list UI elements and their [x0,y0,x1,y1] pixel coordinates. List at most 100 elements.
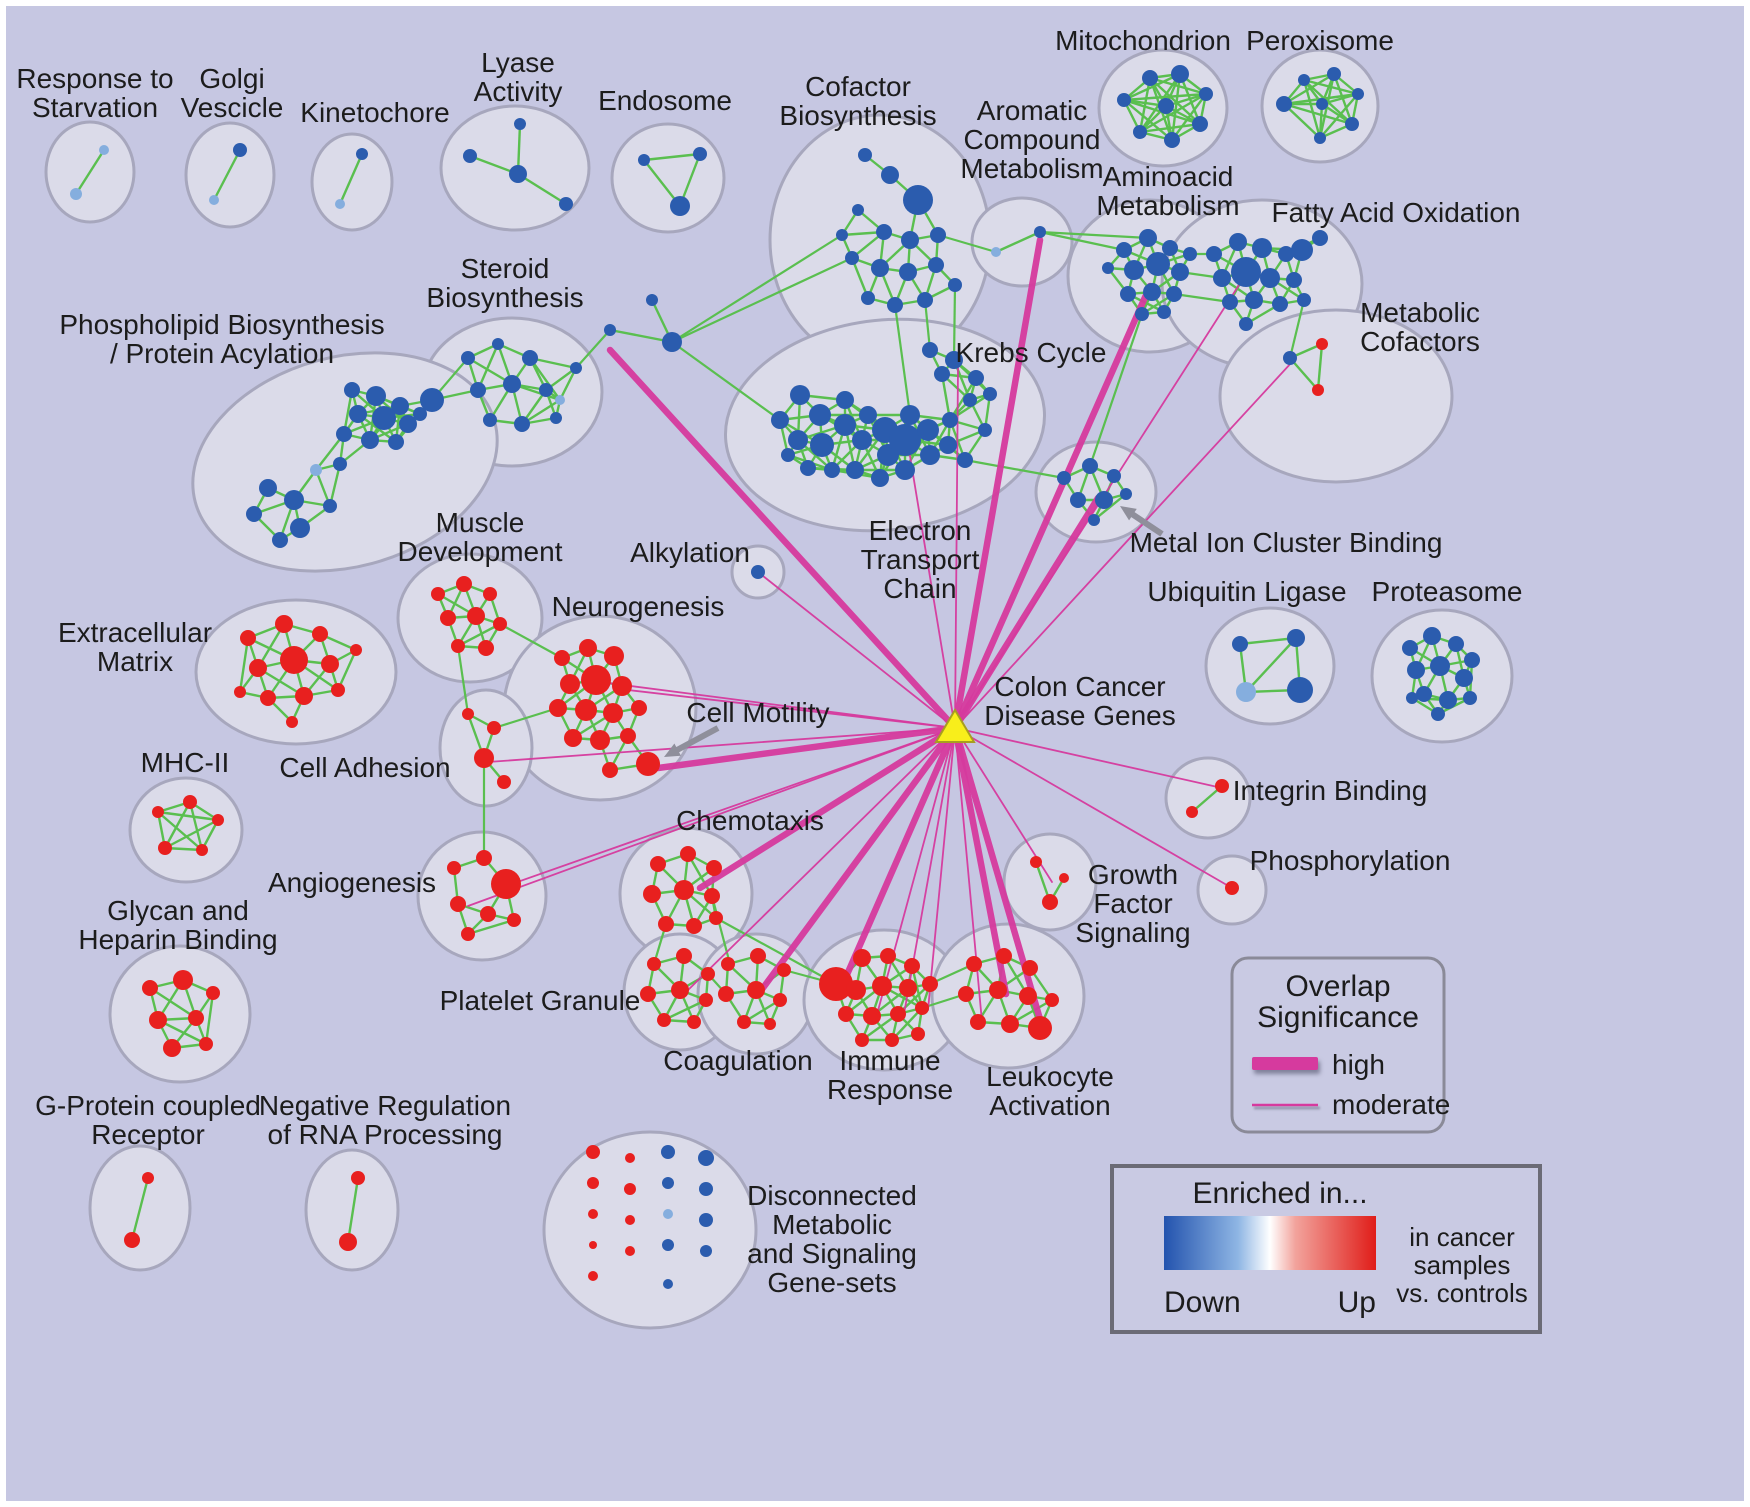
gene-set-node-ubiquitin-ligase[interactable] [1236,682,1256,702]
gene-set-node-aminoacid-metabolism[interactable] [1183,247,1197,261]
gene-set-node-ubiquitin-ligase[interactable] [1232,636,1248,652]
gene-set-node-electron-transport-chain[interactable] [810,433,834,457]
gene-set-node-electron-transport-chain[interactable] [859,406,877,424]
gene-set-node-chemotaxis[interactable] [674,880,694,900]
gene-set-node-electron-transport-chain[interactable] [771,411,789,429]
gene-set-node-chemotaxis[interactable] [709,911,723,925]
gene-set-node-aminoacid-metabolism[interactable] [1171,263,1189,281]
gene-set-node-extracellular-matrix[interactable] [312,626,328,642]
gene-set-node-neurogenesis[interactable] [603,703,623,723]
gene-set-node-electron-transport-chain[interactable] [922,342,938,358]
gene-set-node-proteasome[interactable] [1430,656,1450,676]
gene-set-node-mhc-ii[interactable] [158,841,172,855]
gene-set-node-cofactor-biosynthesis[interactable] [901,231,919,249]
gene-set-node-proteasome[interactable] [1431,707,1445,721]
gene-set-node-fatty-acid-oxidation[interactable] [1229,233,1247,251]
gene-set-node-cofactor-biosynthesis[interactable] [928,257,944,273]
gene-set-node-immune-response[interactable] [904,958,920,974]
gene-set-node-electron-transport-chain[interactable] [963,393,977,407]
gene-set-node-lyase-activity[interactable] [463,149,477,163]
gene-set-node-leukocyte-activation[interactable] [966,956,982,972]
gene-set-node-electron-transport-chain[interactable] [809,404,831,426]
gene-set-node-platelet-granule[interactable] [676,948,692,964]
gene-set-node-immune-response[interactable] [863,1007,881,1025]
gene-set-node-electron-transport-chain[interactable] [889,424,921,456]
gene-set-node-immune-response[interactable] [911,1027,925,1041]
gene-set-node-fatty-acid-oxidation[interactable] [1252,238,1272,258]
gene-set-node-coagulation[interactable] [747,981,765,999]
gene-set-node-neurogenesis[interactable] [554,650,570,666]
gene-set-node-disconnected-gene-sets[interactable] [625,1246,635,1256]
gene-set-node-steroid-biosynthesis[interactable] [570,362,582,374]
gene-set-node-immune-response[interactable] [819,967,853,1001]
gene-set-node-response-to-starvation[interactable] [99,145,109,155]
gene-set-node-electron-transport-chain[interactable] [824,462,840,478]
gene-set-node-electron-transport-chain[interactable] [852,430,872,450]
gene-set-node-steroid-biosynthesis[interactable] [550,412,562,424]
gene-set-node-lyase-activity[interactable] [514,118,526,130]
gene-set-node-phospholipid-biosynthesis[interactable] [323,499,337,513]
gene-set-node-disconnected-gene-sets[interactable] [663,1209,673,1219]
gene-set-node-steroid-biosynthesis[interactable] [555,395,565,405]
gene-set-node-electron-transport-chain[interactable] [920,445,940,465]
gene-set-node-muscle-development[interactable] [483,587,497,601]
gene-set-node-integrin-binding[interactable] [1186,806,1198,818]
gene-set-node-electron-transport-chain[interactable] [781,448,795,462]
gene-set-node-electron-transport-chain[interactable] [945,351,963,369]
gene-set-node-aromatic-compound-metabolism[interactable] [1034,226,1046,238]
gene-set-node-ubiquitin-ligase[interactable] [1287,677,1313,703]
gene-set-node-fatty-acid-oxidation[interactable] [1286,272,1302,288]
gene-set-node-leukocyte-activation[interactable] [989,981,1007,999]
gene-set-node-steroid-biosynthesis[interactable] [522,350,538,366]
gene-set-node-disconnected-gene-sets[interactable] [625,1153,635,1163]
gene-set-node-fatty-acid-oxidation[interactable] [1272,296,1288,312]
gene-set-node-electron-transport-chain[interactable] [895,460,915,480]
gene-set-node-electron-transport-chain[interactable] [983,387,997,401]
gene-set-node-cofactor-biosynthesis[interactable] [930,227,946,243]
gene-set-node-mhc-ii[interactable] [152,806,164,818]
gene-set-node-electron-transport-chain[interactable] [836,391,854,409]
gene-set-node-muscle-development[interactable] [467,607,485,625]
gene-set-node-muscle-development[interactable] [493,617,507,631]
gene-set-node-metal-ion-cluster-binding[interactable] [1082,458,1098,474]
gene-set-node-g-protein-coupled-receptor[interactable] [142,1172,154,1184]
gene-set-node-proteasome[interactable] [1423,627,1441,645]
gene-set-node-cofactor-biosynthesis[interactable] [899,263,917,281]
gene-set-node-neurogenesis[interactable] [602,762,618,778]
gene-set-node-electron-transport-chain[interactable] [957,452,973,468]
gene-set-node-fatty-acid-oxidation[interactable] [1291,239,1313,261]
gene-set-node-aminoacid-metabolism[interactable] [1135,307,1149,321]
gene-set-node-coagulation[interactable] [737,1015,751,1029]
gene-set-node-proteasome[interactable] [1402,640,1418,656]
gene-set-node-phospholipid-biosynthesis[interactable] [290,518,310,538]
gene-set-node-angiogenesis[interactable] [507,913,521,927]
gene-set-node-leukocyte-activation[interactable] [1019,987,1037,1005]
gene-set-node-aminoacid-metabolism[interactable] [1157,305,1171,319]
gene-set-node-cofactor-biosynthesis[interactable] [861,291,875,305]
gene-set-node-glycan-heparin-binding[interactable] [188,1010,204,1026]
gene-set-node-cofactor-biosynthesis[interactable] [917,292,933,308]
gene-set-node-mitochondrion[interactable] [1133,125,1147,139]
gene-set-node-electron-transport-chain[interactable] [871,469,889,487]
gene-set-node-immune-response[interactable] [853,949,871,967]
gene-set-node-cofactor-biosynthesis[interactable] [876,224,892,240]
gene-set-node-aminoacid-metabolism[interactable] [1102,262,1114,274]
gene-set-node-negative-regulation-rna[interactable] [339,1233,357,1251]
gene-set-node-peroxisome[interactable] [1345,117,1359,131]
gene-set-node-neurogenesis[interactable] [612,676,632,696]
gene-set-node-electron-transport-chain[interactable] [800,460,816,476]
gene-set-node-steroid-biosynthesis[interactable] [483,413,497,427]
gene-set-node-response-to-starvation[interactable] [70,188,82,200]
gene-set-node-integrin-binding[interactable] [1215,779,1229,793]
gene-set-node-metal-ion-cluster-binding[interactable] [1095,491,1113,509]
gene-set-node-disconnected-gene-sets[interactable] [586,1145,600,1159]
gene-set-node-cofactor-biosynthesis[interactable] [903,185,933,215]
gene-set-node-immune-response[interactable] [890,1006,906,1022]
gene-set-node-connector-nodes[interactable] [662,332,682,352]
gene-set-node-immune-response[interactable] [922,976,938,992]
gene-set-node-platelet-granule[interactable] [647,957,661,971]
gene-set-node-muscle-development[interactable] [440,610,456,626]
gene-set-node-coagulation[interactable] [718,986,734,1002]
gene-set-node-extracellular-matrix[interactable] [295,687,313,705]
gene-set-node-chemotaxis[interactable] [686,918,702,934]
